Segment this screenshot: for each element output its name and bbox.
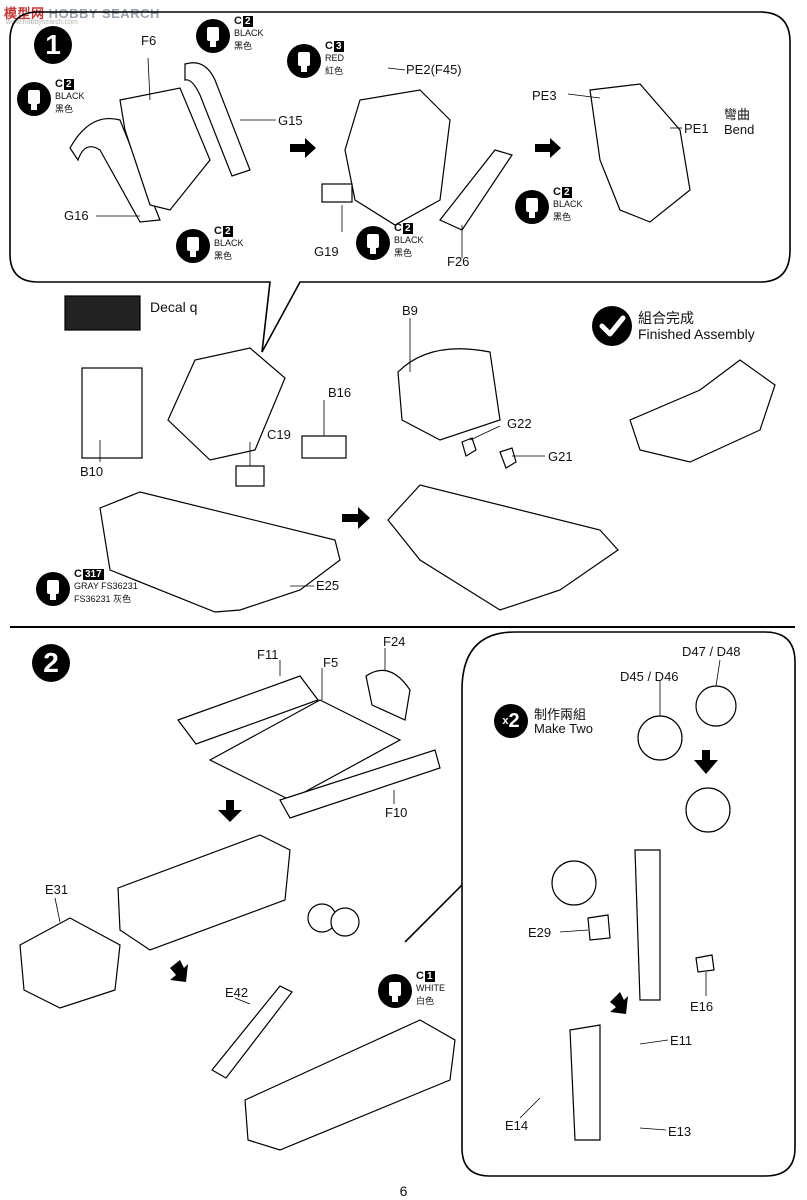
part-label-g16: G16 [64, 208, 89, 223]
arrow-1 [290, 138, 316, 158]
seat-side-g16 [69, 118, 161, 223]
arrow-2 [535, 138, 561, 158]
part-e31 [19, 917, 121, 1009]
gear-strut-lower [569, 1024, 601, 1141]
part-label-b10: B10 [80, 464, 104, 479]
bend-zh: 彎曲 [724, 107, 751, 122]
part-g19 [321, 183, 353, 203]
part-label-g22: G22 [507, 416, 532, 431]
part-label-d47-d48: D47 / D48 [682, 644, 741, 659]
paint-brush-icon [36, 572, 70, 606]
decal-q-panel [64, 295, 141, 331]
cockpit-tub-e25 [99, 491, 341, 613]
part-b9 [397, 348, 501, 441]
part-label-f11: F11 [257, 647, 279, 662]
part-label-d45-d46: D45 / D46 [620, 669, 679, 684]
page-number: 6 [399, 1183, 408, 1199]
seat-back-f6 [119, 87, 211, 211]
part-b16 [301, 435, 347, 459]
seat-in-tub [167, 347, 286, 461]
step-2-badge: 2 [32, 644, 70, 682]
paint-brush-icon [515, 190, 549, 224]
step-1-badge: 1 [34, 26, 72, 64]
arrow-7 [610, 992, 628, 1014]
cockpit-tub-right [387, 484, 619, 611]
step2-right-panel [461, 631, 796, 1177]
seat-panel-f26 [439, 149, 513, 231]
paint-brush-icon [378, 974, 412, 1008]
watermark: 模型网 HOBBY SEARCH [4, 3, 160, 22]
wheel-d47-d48 [695, 685, 737, 727]
part-e29 [587, 914, 611, 941]
part-f10 [279, 749, 441, 819]
part-label-e42: E42 [225, 985, 249, 1000]
arrow-6 [694, 750, 718, 774]
part-label-e31: E31 [45, 882, 69, 897]
part-f24 [365, 669, 411, 721]
part-label-e13: E13 [668, 1124, 692, 1139]
part-label-pe3: PE3 [532, 88, 557, 103]
paint-brush-icon [176, 229, 210, 263]
paint-zh: 黑色 [55, 104, 74, 114]
part-label-f10: F10 [385, 805, 408, 820]
part-label-f26: F26 [447, 254, 470, 269]
part-c19 [235, 465, 265, 487]
watermark-logo: 模型网 [4, 6, 45, 21]
wheel-assembled-left [551, 860, 597, 906]
paint-brush-icon [287, 44, 321, 78]
wheel-well-assembly [117, 834, 291, 951]
multiplier-badge: x2 [494, 704, 528, 738]
part-label-f5: F5 [323, 655, 339, 670]
finished-assembly [629, 359, 776, 463]
part-label-c19: C19 [267, 427, 291, 442]
decal-label: Decal q [150, 299, 198, 315]
part-f5 [208, 699, 402, 801]
part-label-g15: G15 [278, 113, 303, 128]
seat-assembly-right [589, 83, 691, 223]
paint-brush-icon [17, 82, 51, 116]
part-e42 [211, 985, 293, 1079]
part-label-b9: B9 [402, 303, 418, 318]
arrow-4 [218, 800, 242, 822]
seat-assembly-mid [344, 89, 451, 226]
wheel-d45-d46 [637, 715, 683, 761]
part-label-g21: G21 [548, 449, 573, 464]
arrow-5 [170, 960, 188, 982]
part-label-b16: B16 [328, 385, 352, 400]
arrow-3 [342, 507, 370, 529]
watermark-name: HOBBY SEARCH [48, 6, 160, 21]
check-icon [592, 306, 632, 346]
part-g22 [461, 437, 477, 457]
paint-en: BLACK [55, 91, 85, 101]
part-f11 [177, 675, 319, 745]
part-g21 [499, 447, 517, 469]
part-label-e16: E16 [690, 999, 714, 1014]
part-label-e29: E29 [528, 925, 552, 940]
section-divider [10, 626, 795, 628]
seat-side-g15 [184, 62, 251, 177]
wheel-assembled-right [685, 787, 731, 833]
part-label-pe2: PE2(F45) [406, 62, 462, 77]
gear-strut [634, 849, 661, 1001]
paint-brush-icon [356, 226, 390, 260]
wheel-right [330, 907, 360, 937]
step1-callout-frame [9, 11, 791, 353]
part-label-e11: E11 [670, 1033, 693, 1048]
part-label-e25: E25 [316, 578, 340, 593]
part-label-pe1: PE1 [684, 121, 709, 136]
lower-bay-assembly [244, 1019, 456, 1151]
part-label-f6: F6 [141, 33, 157, 48]
watermark-url: www.hobbysearch.com [6, 19, 78, 26]
panel-b10 [81, 367, 143, 459]
bend-en: Bend [724, 122, 755, 137]
part-label-g19: G19 [314, 244, 339, 259]
part-e16 [695, 954, 715, 973]
part-label-f24: F24 [383, 634, 406, 649]
part-label-e14: E14 [505, 1118, 529, 1133]
paint-brush-icon [196, 19, 230, 53]
